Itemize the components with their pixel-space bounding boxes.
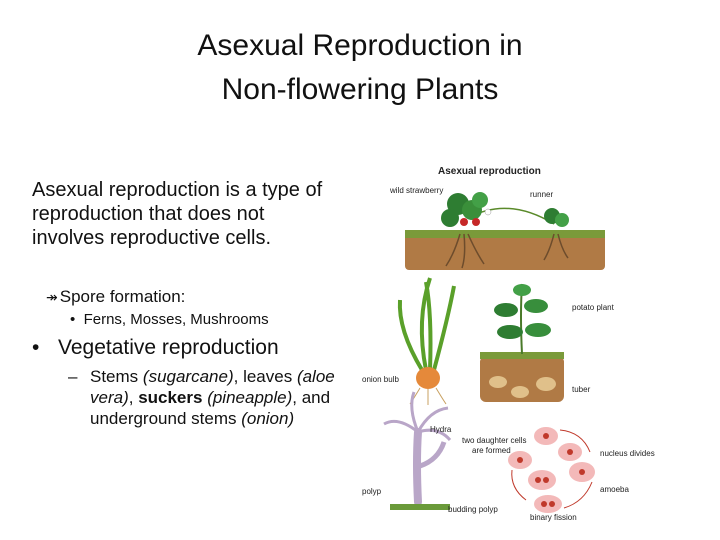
stems-text: Stems	[90, 367, 143, 386]
underground-text: , and underground stems	[90, 388, 331, 428]
label-runner: runner	[530, 190, 553, 199]
bullet-icon: •	[32, 336, 40, 359]
spore-examples: Ferns, Mosses, Mushrooms	[83, 311, 269, 328]
title-line-1: Asexual Reproduction in	[197, 29, 523, 62]
aloe-text: (aloe vera)	[90, 367, 335, 407]
strawberry-illustration	[405, 192, 605, 270]
suckers-text: suckers	[138, 388, 203, 407]
spore-examples-item: • Ferns, Mosses, Mushrooms	[70, 310, 269, 330]
label-budding-polyp: budding polyp	[448, 505, 498, 514]
label-wild-strawberry: wild strawberry	[389, 186, 443, 195]
label-onion-bulb: onion bulb	[362, 375, 399, 384]
spore-formation-item: ↠Spore formation:	[46, 286, 185, 308]
label-potato-plant: potato plant	[572, 303, 615, 312]
label-tuber: tuber	[572, 385, 591, 394]
label-hydra: Hydra	[430, 425, 452, 434]
label-are-formed: are formed	[472, 446, 511, 455]
onion-illustration	[397, 277, 456, 405]
pineapple-text: (pineapple)	[202, 388, 293, 407]
vegetative-item: • Vegetative reproduction	[32, 334, 279, 362]
vegetative-examples-item: – Stems (sugarcane), leaves (aloe vera),…	[68, 366, 338, 429]
spore-label: Spore formation:	[59, 287, 186, 306]
label-amoeba: amoeba	[600, 485, 629, 494]
amoeba-cycle-illustration	[508, 427, 595, 513]
hydra-illustration	[383, 391, 452, 510]
onion-text: (onion)	[241, 409, 295, 428]
label-polyp: polyp	[362, 487, 382, 496]
sugarcane-text: (sugarcane)	[142, 367, 234, 386]
intro-paragraph: Asexual reproduction is a type of reprod…	[32, 179, 323, 249]
veg-label: Vegetative reproduction	[58, 336, 279, 359]
label-binary-fission: binary fission	[530, 513, 577, 522]
figure-title: Asexual reproduction	[438, 166, 541, 177]
veg-examples-text: Stems (sugarcane), leaves (aloe vera), s…	[90, 366, 338, 429]
title-line-2: Non-flowering Plants	[221, 73, 499, 106]
leaves-text: , leaves	[233, 367, 297, 386]
arrow-bullet-icon: ↠	[46, 289, 58, 305]
bullet-icon: •	[70, 311, 84, 328]
label-two-daughter-cells: two daughter cells	[462, 436, 526, 445]
label-nucleus-divides: nucleus divides	[600, 449, 655, 458]
slide-title: Asexual Reproduction in Non-flowering Pl…	[0, 24, 720, 112]
comma-text: ,	[128, 388, 139, 407]
dash-bullet-icon: –	[68, 367, 78, 386]
potato-plant-illustration	[480, 283, 564, 402]
asexual-reproduction-figure: Asexual reproduction wild strawberry run…	[362, 166, 655, 522]
